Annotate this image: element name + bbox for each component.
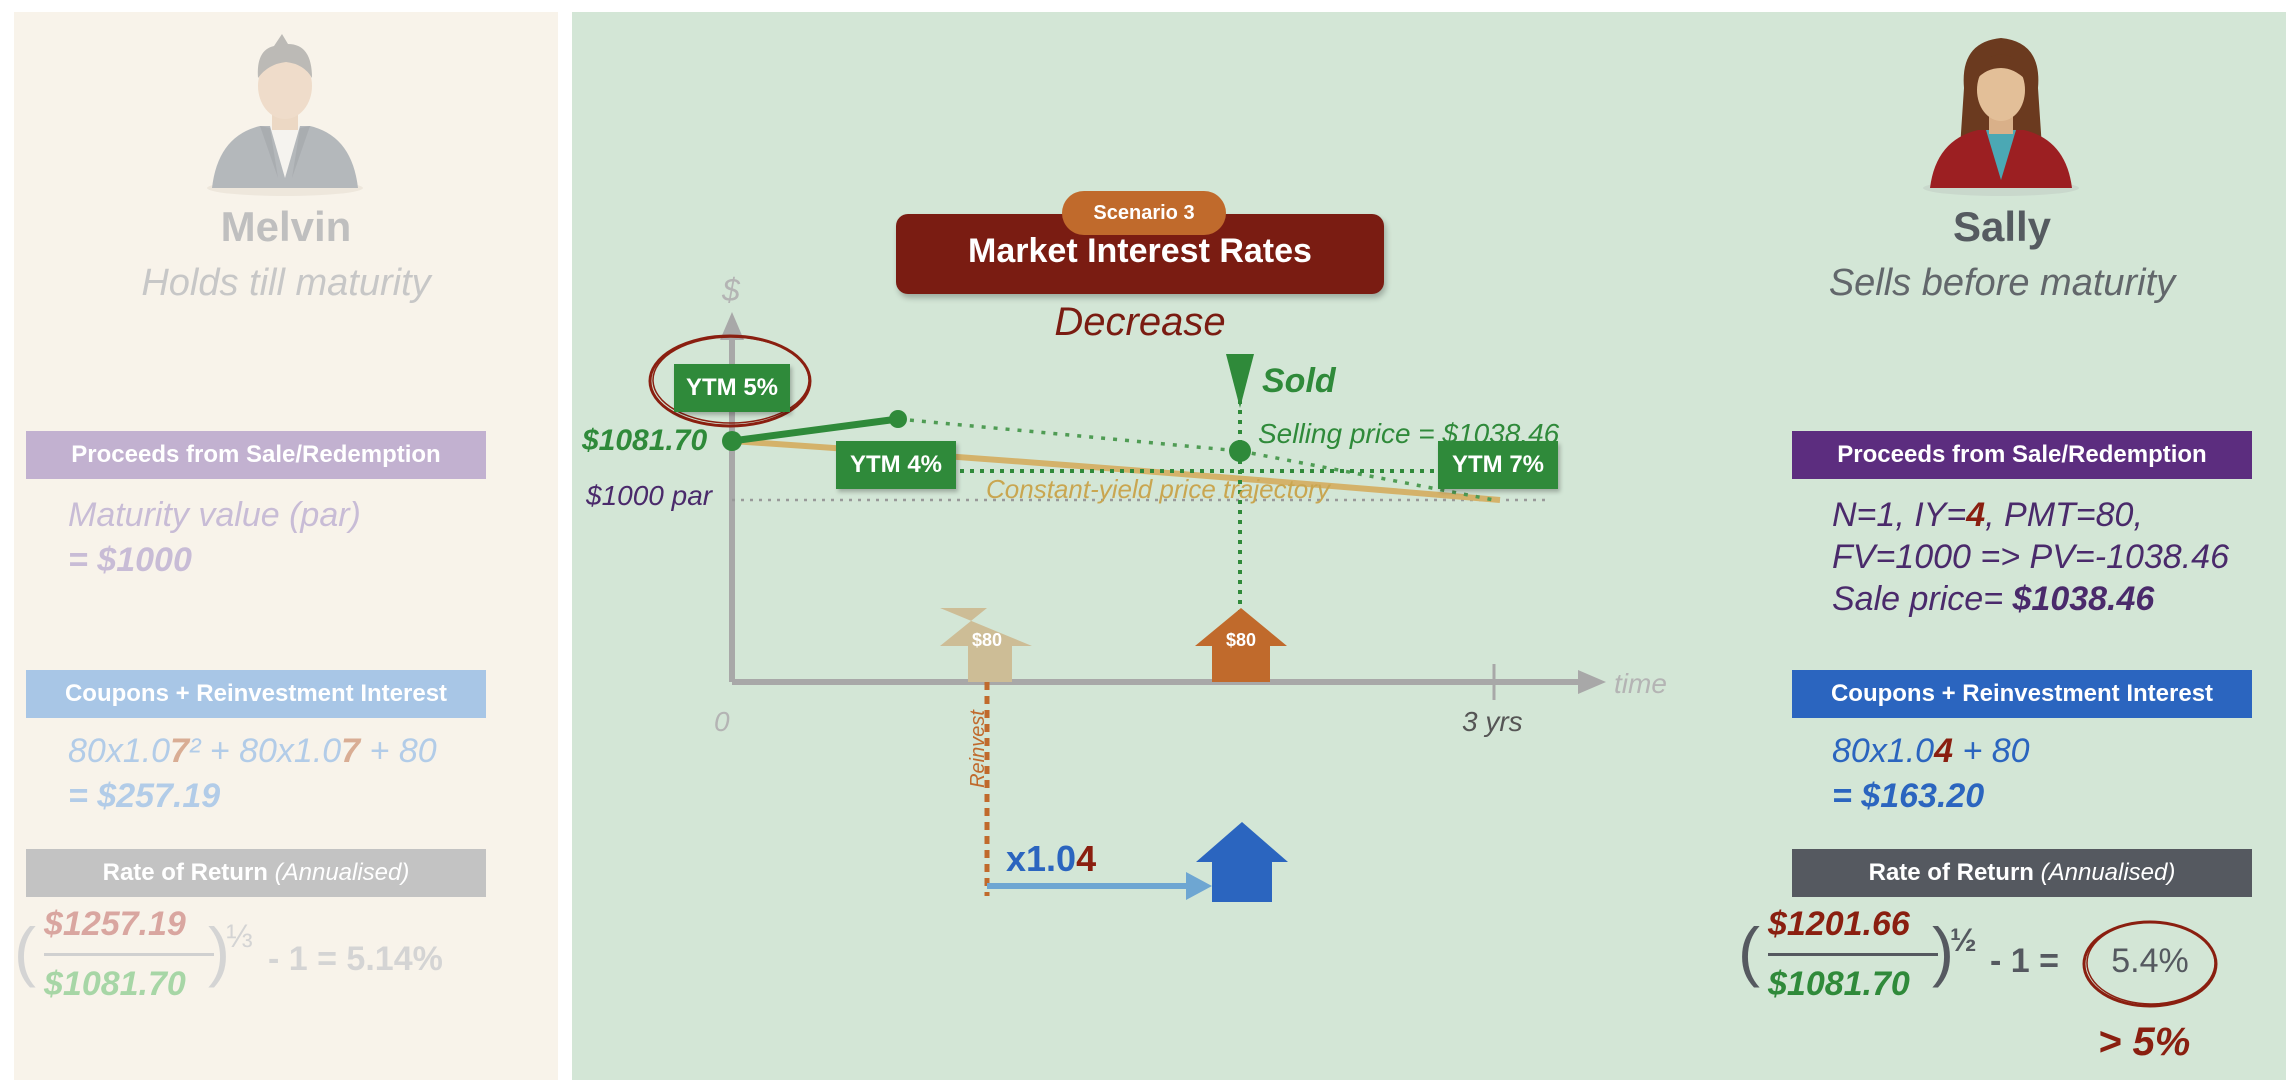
ytm5-highlight-circle — [648, 334, 812, 428]
melvin-avatar — [200, 28, 370, 198]
reinvest-label: Reinvest — [967, 710, 989, 788]
reinvest-multiplier: x1.04 — [1006, 838, 1097, 879]
trajectory-label: Constant-yield price trajectory — [986, 474, 1330, 504]
price-path — [731, 415, 899, 445]
fraction-bar — [1768, 953, 1938, 956]
par-label: $1000 par — [586, 480, 713, 511]
sally-ror-denominator: $1081.70 — [1768, 965, 1910, 1003]
ytm5-highlight-circle-inner — [652, 336, 810, 424]
sally-avatar — [1916, 28, 2086, 198]
melvin-coupons-banner: Coupons + Reinvestment Interest — [26, 670, 486, 718]
sally-ror-minus: - 1 = — [1990, 942, 2059, 980]
y-axis-label: $ — [722, 272, 740, 308]
x-origin-label: 0 — [714, 706, 730, 737]
ytm-7-box: YTM 7% — [1438, 441, 1558, 489]
sally-name: Sally — [1952, 203, 2052, 250]
sally-proceeds-line1: N=1, IY=4, PMT=80, — [1832, 496, 2143, 534]
sally-ror-banner: Rate of Return (Annualised) — [1792, 849, 2252, 897]
melvin-proceeds-banner: Proceeds from Sale/Redemption — [26, 431, 486, 479]
sally-coupons-expression: 80x1.04 + 80 — [1832, 732, 2030, 770]
coupon-house-1 — [940, 608, 1032, 682]
scenario-title: Market Interest Rates — [968, 232, 1312, 270]
sally-ror-result: 5.4% — [2111, 942, 2189, 980]
coupon-house-2 — [1195, 608, 1287, 682]
x-axis-arrow — [1578, 670, 1606, 694]
fraction-bar — [44, 953, 214, 956]
close-paren: ) — [208, 914, 230, 988]
melvin-role: Holds till maturity — [141, 262, 431, 304]
sold-marker-arrow — [1226, 354, 1254, 408]
scenario-badge: Scenario 3 — [1062, 191, 1226, 235]
melvin-ror-numerator: $1257.19 — [44, 905, 186, 943]
coupon-1-label: $80 — [971, 630, 1003, 650]
sally-ror-fraction: ( $1201.66 $1081.70 ) — [1738, 905, 1978, 1005]
melvin-ror-banner: Rate of Return (Annualised) — [26, 849, 486, 897]
sally-ror-exponent: ½ — [1950, 922, 1977, 958]
sally-role: Sells before maturity — [1828, 262, 2176, 304]
melvin-coupons-expression: 80x1.07² + 80x1.07 + 80 — [68, 732, 437, 770]
scenario-subtitle: Decrease — [1054, 300, 1226, 344]
sally-proceeds-line2: FV=1000 => PV=-1038.46 — [1832, 538, 2229, 576]
melvin-ror-denominator: $1081.70 — [44, 965, 186, 1003]
sally-ror-numerator: $1201.66 — [1768, 905, 1910, 943]
sally-coupons-result: = $163.20 — [1832, 777, 1985, 815]
purchase-point — [722, 431, 742, 451]
sold-label: Sold — [1262, 362, 1336, 400]
melvin-proceeds-line1: Maturity value (par) — [68, 496, 361, 534]
melvin-coupons-result: = $257.19 — [68, 777, 221, 815]
selling-price-label: Selling price = $1038.46 — [1258, 418, 1560, 449]
sally-proceeds-banner: Proceeds from Sale/Redemption — [1792, 431, 2252, 479]
purchase-price-label: $1081.70 — [582, 424, 708, 457]
open-paren: ( — [14, 914, 36, 988]
sally-result-circle — [2080, 918, 2220, 1010]
rate-change-point — [889, 410, 907, 428]
sale-point — [1229, 440, 1251, 462]
melvin-proceeds-result: = $1000 — [68, 541, 192, 579]
y-axis-arrow — [720, 312, 744, 340]
melvin-name: Melvin — [220, 203, 352, 250]
sally-proceeds-line3: Sale price= $1038.46 — [1832, 580, 2155, 618]
ytm-5-box: YTM 5% — [674, 364, 790, 412]
reinvested-coupon-house — [1196, 822, 1288, 902]
open-paren: ( — [1738, 914, 1760, 988]
ytm4-projection — [897, 417, 1241, 453]
reinvest-arrow-head — [1186, 872, 1212, 900]
melvin-ror-result: - 1 = 5.14% — [268, 940, 443, 978]
sally-ror-comparison: > 5% — [2098, 1020, 2191, 1064]
melvin-ror-fraction: ( $1257.19 $1081.70 ) — [14, 905, 254, 1005]
x-end-label: 3 yrs — [1462, 706, 1523, 737]
close-paren: ) — [1932, 914, 1954, 988]
x-axis-label: time — [1614, 668, 1667, 699]
coupon-2-label: $80 — [1225, 630, 1257, 650]
ytm-4-box: YTM 4% — [836, 441, 956, 489]
sally-coupons-banner: Coupons + Reinvestment Interest — [1792, 670, 2252, 718]
melvin-ror-exponent: ⅓ — [226, 918, 253, 954]
